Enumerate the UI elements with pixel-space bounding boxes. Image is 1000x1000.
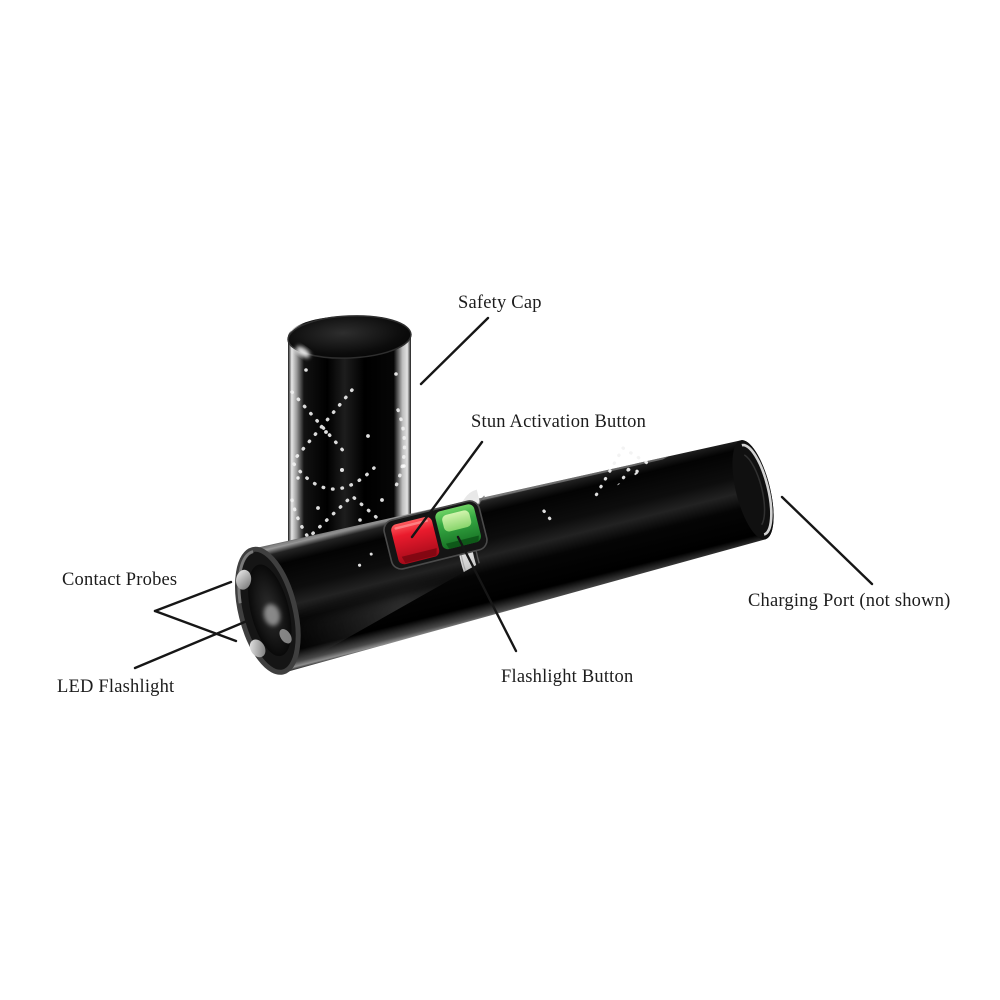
safety-cap-illustration — [287, 315, 412, 575]
leader-line-flashlight-button — [456, 535, 518, 653]
leader-line-safety-cap — [419, 316, 490, 386]
front-face — [235, 546, 301, 675]
label-led-flashlight: LED Flashlight — [57, 677, 175, 697]
body-illustration — [235, 440, 774, 675]
leader-line-led-flashlight — [133, 619, 249, 670]
flashlight-button-illustration — [435, 504, 482, 550]
barrel-top-rim — [269, 441, 736, 548]
label-stun-activation-button: Stun Activation Button — [471, 412, 647, 432]
cap-sparkle-dots — [296, 368, 406, 547]
safety-cap-body — [288, 316, 411, 575]
label-safety-cap: Safety Cap — [458, 293, 542, 313]
barrel-open-end — [732, 440, 774, 540]
leader-line-stun-button — [410, 440, 484, 539]
leader-line-charging-port — [780, 495, 874, 586]
label-contact-probes: Contact Probes — [62, 570, 178, 590]
safety-cap-top — [287, 315, 412, 359]
button-panel — [383, 500, 488, 570]
front-reflection — [279, 629, 292, 644]
led-flashlight-lens — [263, 604, 281, 626]
leader-line-contact-probe-bottom — [153, 609, 238, 643]
label-charging-port: Charging Port (not shown) — [748, 591, 951, 611]
label-flashlight-button: Flashlight Button — [501, 667, 634, 687]
contact-probe-bottom — [249, 639, 266, 658]
leader-lines — [133, 316, 874, 670]
leader-line-contact-probe-top — [153, 580, 233, 613]
cap-highlight — [296, 346, 310, 358]
contact-probe-top — [236, 569, 252, 590]
